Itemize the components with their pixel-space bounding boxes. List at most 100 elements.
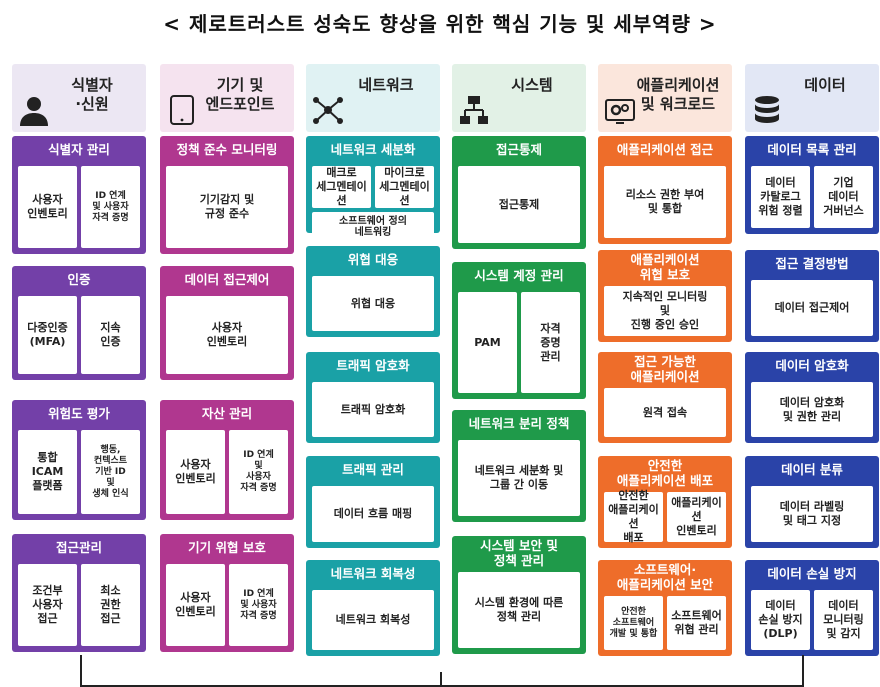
detail-box-group: 지속적인 모니터링 및 진행 중인 승인 bbox=[604, 286, 726, 336]
detail-box: 마이크로 세그멘테이션 bbox=[375, 166, 434, 208]
detail-box: 시스템 환경에 따른 정책 관리 bbox=[458, 572, 580, 648]
detail-box-group: 리소스 권한 부여 및 통합 bbox=[604, 166, 726, 238]
detail-box: 네트워크 회복성 bbox=[312, 590, 434, 650]
capability-title: 데이터 접근제어 bbox=[184, 272, 270, 287]
diagram-title: < 제로트러스트 성숙도 향상을 위한 핵심 기능 및 세부역량 > bbox=[163, 12, 717, 36]
capability-title: 접근 결정방법 bbox=[775, 256, 849, 271]
bottom-bracket bbox=[80, 655, 804, 687]
detail-box-group: 데이터 흐름 매핑 bbox=[312, 486, 434, 542]
capability-title: 식별자 관리 bbox=[48, 142, 110, 157]
detail-box: 위협 대응 bbox=[312, 276, 434, 331]
capability-title: 데이터 목록 관리 bbox=[767, 142, 857, 157]
column-6: 데이터 bbox=[745, 64, 879, 132]
column-header-label: 네트워크 bbox=[358, 76, 414, 94]
detail-box: 리소스 권한 부여 및 통합 bbox=[604, 166, 726, 238]
detail-box: ID 연계 및 사용자 자격 증명 bbox=[229, 430, 288, 514]
column-header-label: 기기 및 엔드포인트 bbox=[205, 76, 275, 113]
column-5: 애플리케이션 및 워크로드 bbox=[598, 64, 732, 132]
detail-box: 네트워크 세분화 및 그룹 간 이동 bbox=[458, 440, 580, 516]
capability-title: 기기 위협 보호 bbox=[188, 540, 266, 555]
detail-box-group: 사용자 인벤토리 bbox=[166, 296, 288, 374]
detail-box: 소프트웨어 정의 네트워킹 bbox=[312, 212, 434, 242]
capability-title: 자산 관리 bbox=[201, 406, 253, 421]
detail-box-group: 데이터 손실 방지 (DLP)데이터 모니터링 및 감지 bbox=[751, 590, 873, 650]
column-header: 시스템 bbox=[452, 64, 586, 132]
detail-box: 다중인증 (MFA) bbox=[18, 296, 77, 374]
capability-title: 트래픽 암호화 bbox=[336, 358, 410, 373]
person-icon bbox=[18, 94, 50, 126]
detail-box-group: 시스템 환경에 따른 정책 관리 bbox=[458, 572, 580, 648]
detail-box: ID 연계 및 사용자 자격 증명 bbox=[229, 564, 288, 646]
capability-title: 정책 준수 모니터링 bbox=[176, 142, 278, 157]
detail-box-group: 데이터 라벨링 및 태그 지정 bbox=[751, 486, 873, 542]
capability-title: 시스템 보안 및 정책 관리 bbox=[480, 538, 558, 568]
detail-box: 트래픽 암호화 bbox=[312, 382, 434, 437]
detail-box: 사용자 인벤토리 bbox=[18, 166, 77, 248]
network-icon bbox=[312, 94, 344, 126]
capability-title: 애플리케이션 위협 보호 bbox=[630, 252, 700, 282]
detail-box: 데이터 모니터링 및 감지 bbox=[814, 590, 873, 650]
detail-box-group: 원격 접속 bbox=[604, 388, 726, 437]
capability-title: 네트워크 분리 정책 bbox=[468, 416, 570, 431]
capability-title: 데이터 손실 방지 bbox=[767, 566, 857, 581]
capability-title: 시스템 계정 관리 bbox=[474, 268, 564, 283]
detail-box: 기기감지 및 규정 준수 bbox=[166, 166, 288, 248]
capability-title: 네트워크 세분화 bbox=[330, 142, 416, 157]
detail-box: 사용자 인벤토리 bbox=[166, 564, 225, 646]
detail-box-group: 데이터 암호화 및 권한 관리 bbox=[751, 382, 873, 437]
detail-box: 원격 접속 bbox=[604, 388, 726, 437]
capability-title: 데이터 분류 bbox=[781, 462, 843, 477]
column-header: 데이터 bbox=[745, 64, 879, 132]
detail-box: 애플리케이션 인벤토리 bbox=[667, 492, 726, 542]
detail-box: 지속적인 모니터링 및 진행 중인 승인 bbox=[604, 286, 726, 336]
bottom-bracket-stem bbox=[440, 672, 442, 686]
detail-box: 최소 권한 접근 bbox=[81, 564, 140, 646]
detail-box: 사용자 인벤토리 bbox=[166, 296, 288, 374]
detail-box: 기업 데이터 거버넌스 bbox=[814, 166, 873, 228]
capability-title: 접근통제 bbox=[495, 142, 542, 157]
capability-title: 위험도 평가 bbox=[48, 406, 110, 421]
detail-box: 행동, 컨텍스트 기반 ID 및 생체 인식 bbox=[81, 430, 140, 514]
detail-box: 데이터 손실 방지 (DLP) bbox=[751, 590, 810, 650]
capability-title: 네트워크 회복성 bbox=[330, 566, 416, 581]
capability-title: 접근관리 bbox=[55, 540, 102, 555]
tablet-icon bbox=[166, 94, 198, 126]
detail-box-group: 위협 대응 bbox=[312, 276, 434, 331]
system-icon bbox=[458, 94, 490, 126]
detail-box: 안전한 소프트웨어 개발 및 통합 bbox=[604, 596, 663, 650]
detail-box: 데이터 라벨링 및 태그 지정 bbox=[751, 486, 873, 542]
detail-box-group: 기기감지 및 규정 준수 bbox=[166, 166, 288, 248]
detail-box: 자격 증명 관리 bbox=[521, 292, 580, 393]
detail-box: 접근통제 bbox=[458, 166, 580, 243]
capability-title: 인증 bbox=[67, 272, 91, 287]
column-4: 시스템 bbox=[452, 64, 586, 132]
detail-box-group: 접근통제 bbox=[458, 166, 580, 243]
capability-title: 안전한 애플리케이션 배포 bbox=[616, 458, 714, 488]
detail-box: 조건부 사용자 접근 bbox=[18, 564, 77, 646]
detail-box: 데이터 카탈로그 위험 정렬 bbox=[751, 166, 810, 228]
detail-box: 데이터 흐름 매핑 bbox=[312, 486, 434, 542]
detail-box: PAM bbox=[458, 292, 517, 393]
capability-title: 데이터 암호화 bbox=[775, 358, 849, 373]
